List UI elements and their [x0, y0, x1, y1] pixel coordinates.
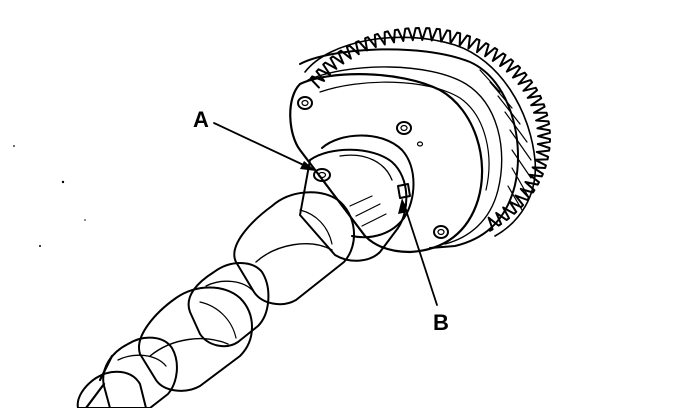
sprocket-gear — [304, 27, 551, 237]
camshaft — [76, 148, 411, 408]
label-a: A — [193, 107, 209, 132]
callout-a: A — [193, 107, 316, 171]
label-b: B — [433, 310, 449, 335]
scan-specks — [13, 145, 86, 247]
gear-hub — [289, 48, 519, 254]
callout-b: B — [398, 198, 449, 335]
